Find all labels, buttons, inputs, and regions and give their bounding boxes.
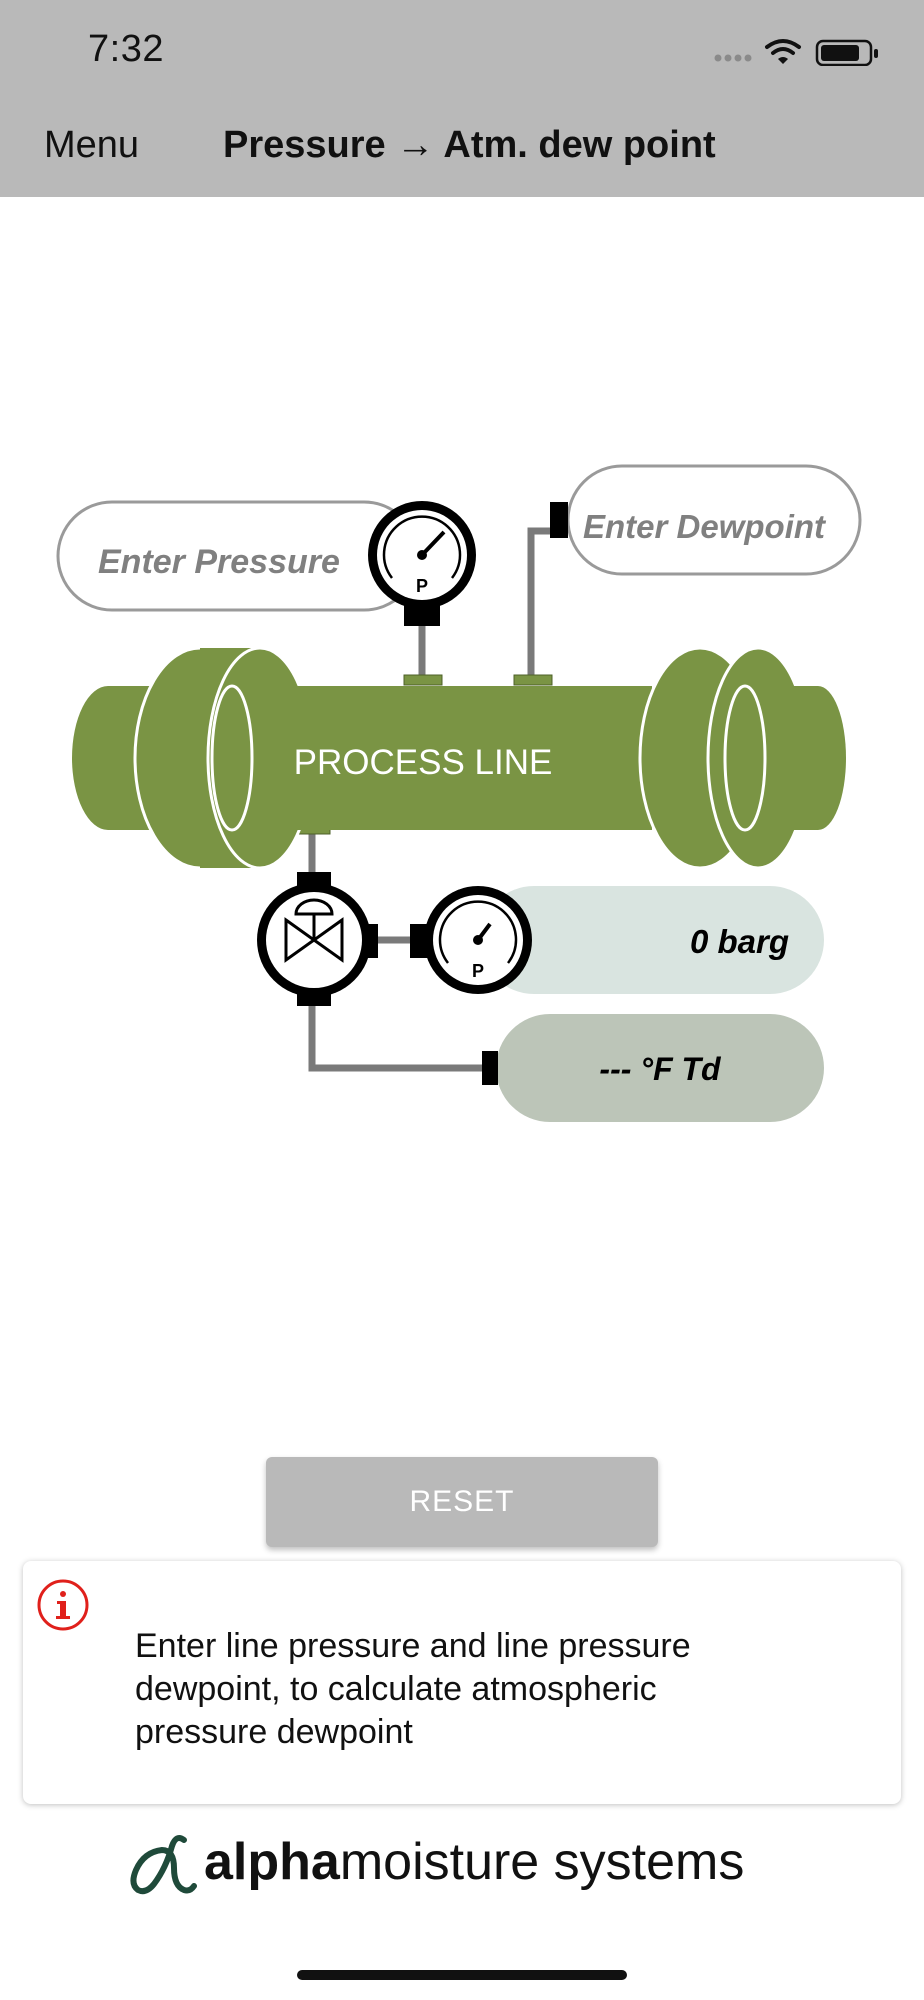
dewpoint-output: --- °F Td	[496, 1014, 824, 1122]
menu-button[interactable]: Menu	[44, 124, 140, 166]
valve-icon	[257, 872, 378, 1006]
status-time: 7:32	[88, 28, 164, 70]
info-icon	[37, 1579, 89, 1631]
info-text: Enter line pressure and line pressure de…	[135, 1627, 691, 1751]
pressure-output-value: 0 barg	[690, 923, 789, 960]
pressure-input[interactable]: Enter Pressure	[56, 500, 420, 612]
gauge-p-letter: P	[416, 576, 428, 596]
company-logo: alphamoisture systems	[128, 1828, 808, 1904]
page-title: Pressure → Atm. dew point	[223, 124, 716, 166]
status-icons	[714, 39, 878, 66]
output-gauge-p-letter: P	[472, 961, 484, 981]
battery-icon	[815, 39, 878, 66]
home-indicator[interactable]	[297, 1970, 627, 1980]
dewpoint-output-connector	[482, 1051, 498, 1085]
dewpoint-output-value: --- °F Td	[599, 1051, 722, 1087]
dewpoint-input[interactable]: Enter Dewpoint	[566, 464, 862, 576]
process-line-diagram: PROCESS LINE Enter Pressure P Enter Dewp…	[56, 464, 862, 1122]
reset-button[interactable]: RESET	[266, 1457, 658, 1547]
process-line-pipe	[72, 646, 846, 870]
logo-text-rest: moisture systems	[339, 1833, 745, 1891]
output-pressure-gauge-icon: P	[410, 886, 532, 994]
signal-icon	[714, 54, 752, 62]
process-line-label: PROCESS LINE	[294, 743, 553, 782]
nav-bar: 7:32 Menu Pressure → Atm. dew point	[0, 0, 924, 197]
logo-text-alpha: alpha	[204, 1833, 340, 1891]
wifi-icon	[765, 39, 801, 64]
info-card: Enter line pressure and line pressure de…	[23, 1561, 901, 1804]
alpha-logo-icon	[130, 1835, 197, 1895]
dewpoint-placeholder[interactable]: Enter Dewpoint	[583, 508, 827, 545]
pressure-gauge-icon: P	[368, 501, 476, 626]
pressure-placeholder[interactable]: Enter Pressure	[98, 543, 340, 581]
pressure-output: 0 barg	[480, 886, 824, 994]
dewpoint-connector	[550, 502, 568, 538]
